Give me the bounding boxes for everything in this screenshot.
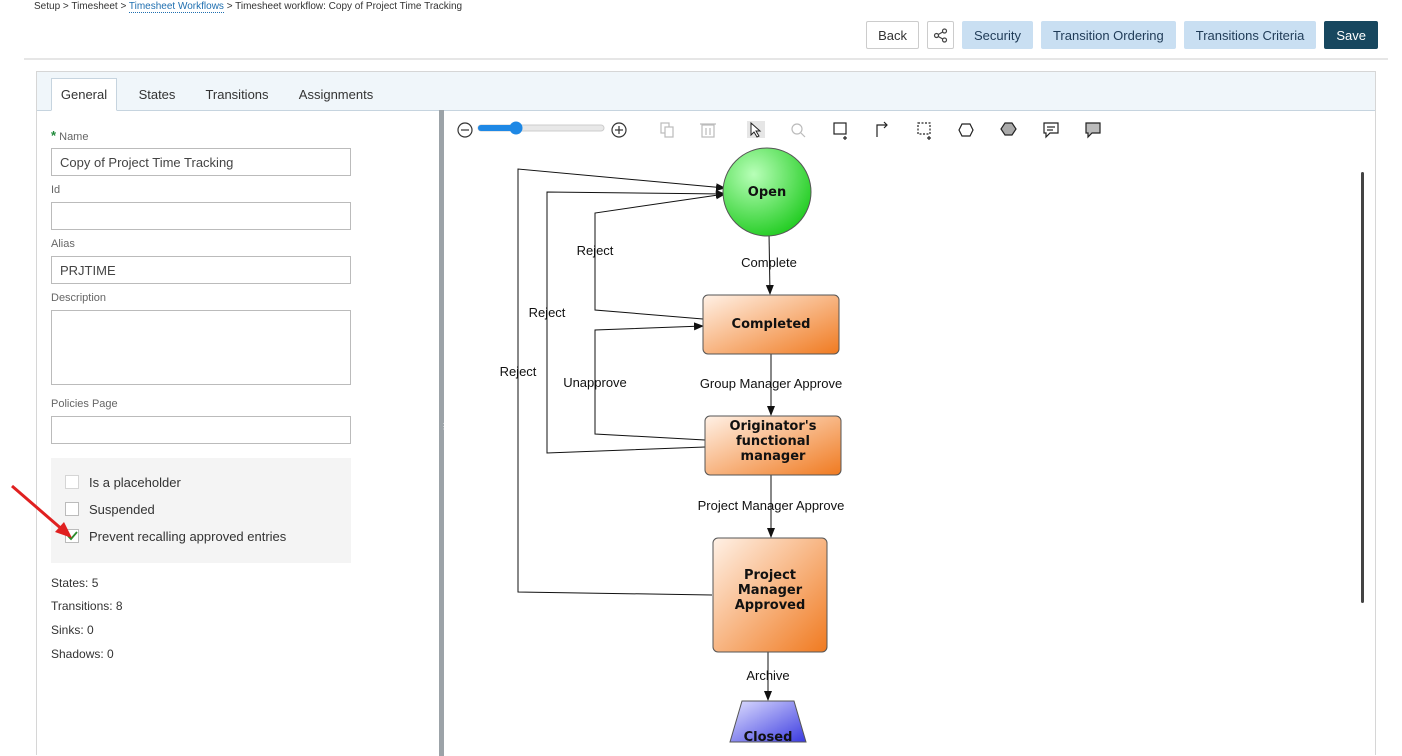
checkmark-icon [66, 531, 78, 541]
placeholder-label: Is a placeholder [89, 474, 181, 490]
options-group: Is a placeholder Suspended Prevent recal… [51, 458, 351, 563]
name-label: * Name [51, 128, 89, 143]
top-toolbar: Back Security Transition Ordering Transi… [866, 21, 1378, 49]
breadcrumb: Setup > Timesheet > Timesheet Workflows … [34, 1, 463, 13]
transitions-criteria-button[interactable]: Transitions Criteria [1183, 21, 1317, 49]
alias-label: Alias [51, 238, 75, 250]
tab-assignments[interactable]: Assignments [298, 86, 374, 102]
sinks-count: Sinks: 0 [51, 623, 94, 637]
tab-states[interactable]: States [138, 86, 176, 102]
tab-bar: General States Transitions Assignments [37, 72, 1375, 111]
save-button[interactable]: Save [1324, 21, 1378, 49]
prevent-recalling-label: Prevent recalling approved entries [89, 528, 287, 544]
back-button[interactable]: Back [866, 21, 919, 49]
placeholder-checkbox[interactable] [65, 475, 79, 489]
breadcrumb-setup-timesheet[interactable]: Setup > Timesheet > [34, 1, 129, 12]
splitter-grip-icon: ⋮ [440, 422, 448, 431]
tab-transitions[interactable]: Transitions [205, 86, 269, 102]
shadows-count: Shadows: 0 [51, 647, 114, 661]
transition-ordering-button[interactable]: Transition Ordering [1040, 21, 1176, 49]
placeholder-option[interactable]: Is a placeholder [65, 473, 181, 491]
transitions-count: Transitions: 8 [51, 599, 123, 613]
suspended-checkbox[interactable] [65, 502, 79, 516]
security-button[interactable]: Security [961, 21, 1033, 49]
description-label: Description [51, 292, 107, 304]
tab-general[interactable]: General [51, 78, 117, 111]
id-field[interactable] [51, 202, 351, 230]
suspended-option[interactable]: Suspended [65, 500, 155, 518]
breadcrumb-timesheet-workflows-link[interactable]: Timesheet Workflows [128, 1, 224, 13]
alias-field[interactable]: PRJTIME [51, 256, 351, 284]
policies-page-field[interactable] [51, 416, 351, 444]
policies-page-label: Policies Page [51, 398, 118, 410]
canvas-scrollbar[interactable] [1361, 172, 1364, 603]
workflow-panel: General States Transitions Assignments *… [36, 71, 1376, 756]
suspended-label: Suspended [89, 501, 155, 517]
breadcrumb-current: > Timesheet workflow: Copy of Project Ti… [223, 1, 463, 12]
states-count: States: 5 [51, 576, 99, 590]
share-icon [933, 27, 948, 43]
share-button[interactable] [926, 21, 954, 49]
prevent-recalling-checkbox[interactable] [65, 529, 79, 543]
prevent-recalling-option[interactable]: Prevent recalling approved entries [65, 527, 286, 545]
description-field[interactable] [51, 310, 351, 385]
header-divider [24, 58, 1388, 60]
required-marker: * [51, 128, 57, 143]
panel-splitter[interactable] [439, 110, 444, 756]
id-label: Id [51, 184, 61, 196]
name-field[interactable]: Copy of Project Time Tracking [51, 148, 351, 176]
